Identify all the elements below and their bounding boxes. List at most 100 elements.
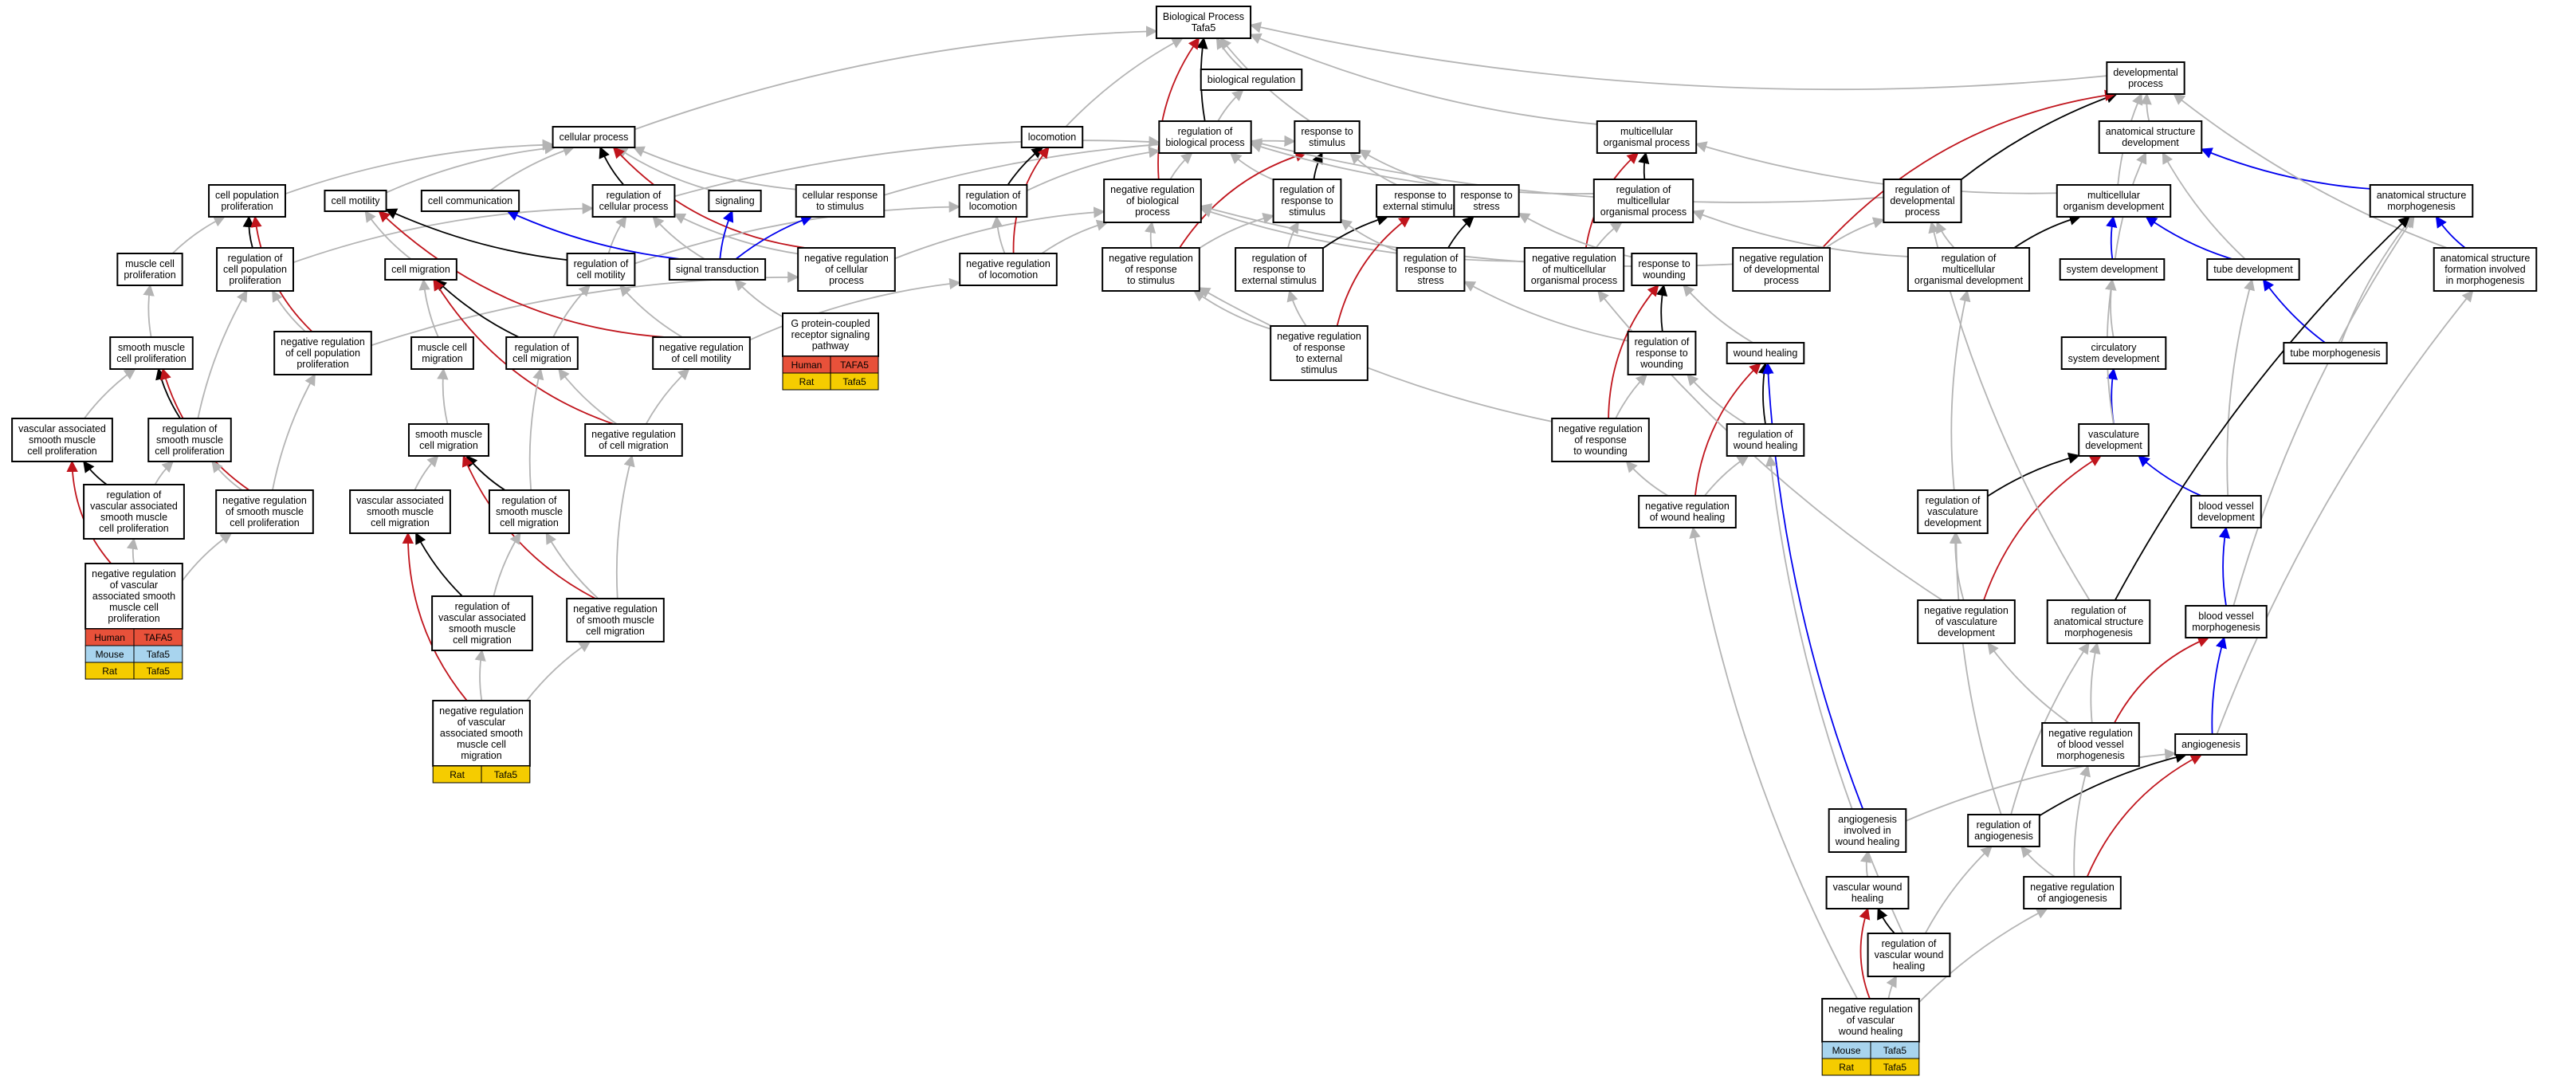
- annotation-species: Rat: [799, 376, 815, 387]
- term-node-woundheal[interactable]: wound healing: [1726, 342, 1805, 364]
- term-box: [2190, 495, 2262, 528]
- edge-negatively-regulates: [1983, 455, 2103, 601]
- term-node-bioreg[interactable]: biological regulation: [1200, 69, 1303, 91]
- term-node-cellproc[interactable]: cellular process: [552, 126, 636, 148]
- edge-positively-regulates: [2200, 147, 2370, 190]
- term-node-tubedev[interactable]: tube development: [2206, 258, 2300, 281]
- edge-is-a: [734, 278, 783, 318]
- term-label-line: migration: [422, 353, 462, 364]
- edge-is-a: [2232, 215, 2415, 607]
- term-node-signaling[interactable]: signaling: [708, 190, 762, 212]
- term-node-cellcomm[interactable]: cell communication: [420, 190, 520, 212]
- term-node-cellmig[interactable]: cell migration: [384, 258, 457, 281]
- term-node-locomotion[interactable]: locomotion: [1020, 126, 1084, 148]
- edge-is-a: [674, 136, 1160, 198]
- annotation-cell: [1870, 1058, 1920, 1076]
- term-node-sysdev[interactable]: system development: [2059, 258, 2166, 281]
- term-node-angio[interactable]: angiogenesis: [2174, 733, 2248, 756]
- term-box: [505, 336, 579, 370]
- term-node-tubemorph[interactable]: tube morphogenesis: [2283, 342, 2388, 364]
- term-node-cellmot[interactable]: cell motility: [324, 190, 387, 212]
- term-label-line: negative regulation: [573, 603, 658, 615]
- term-box: [410, 336, 474, 370]
- term-label-line: organism development: [2064, 201, 2165, 212]
- term-label-line: response to: [1636, 348, 1687, 359]
- term-label-line: organismal process: [1600, 206, 1687, 218]
- edge-regulates: [1757, 362, 1770, 425]
- edge-is-a: [2089, 642, 2101, 724]
- term-label-line: migration: [461, 750, 501, 761]
- term-node-sigtrans[interactable]: signal transduction: [668, 258, 767, 281]
- term-label-line: proliferation: [124, 269, 175, 281]
